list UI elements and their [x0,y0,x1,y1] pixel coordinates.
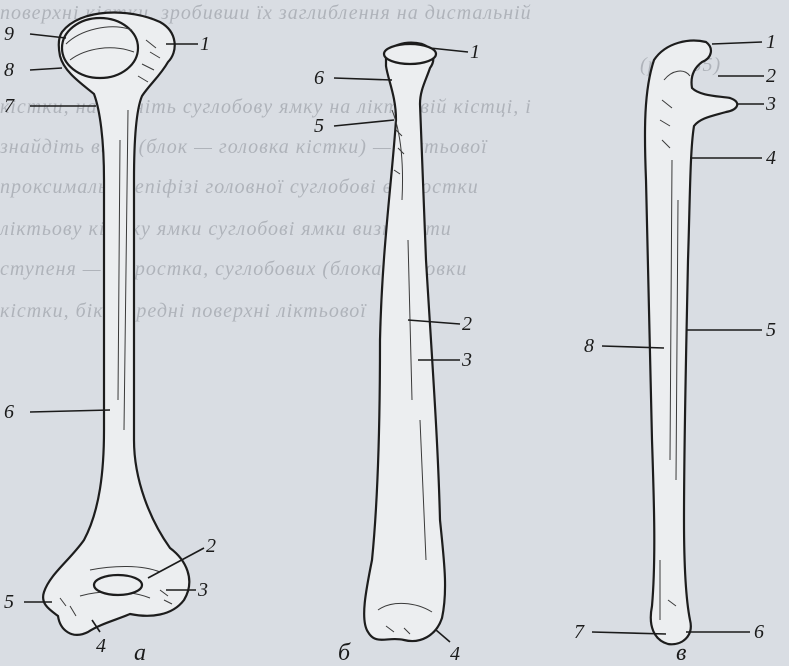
label-c-8: 8 [584,335,594,357]
label-b-3: 3 [461,349,472,371]
label-a-8: 8 [4,59,14,81]
label-b-4: 4 [450,643,460,665]
label-b-2: 2 [462,313,472,335]
label-c-2: 2 [766,65,776,87]
ulna-bone [645,41,737,645]
label-a-3: 3 [197,579,208,601]
label-c-3: 3 [765,93,776,115]
label-b-5: 5 [314,115,324,137]
caption-c: в [676,640,686,666]
label-c-1: 1 [766,31,776,53]
label-a-2: 2 [206,535,216,557]
caption-a: а [134,640,146,666]
label-c-7: 7 [574,621,585,643]
label-a-1: 1 [200,33,210,55]
label-c-4: 4 [766,147,776,169]
ulna-figure [645,41,737,645]
label-a-9: 9 [4,23,14,45]
caption-b: б [338,640,351,666]
label-c-6: 6 [754,621,764,643]
label-a-5: 5 [4,591,14,613]
radius-bone [364,43,445,641]
radius-figure [364,43,445,641]
label-c-5: 5 [766,319,776,341]
label-a-7: 7 [4,95,15,117]
label-a-6: 6 [4,401,14,423]
olecranon-fossa [94,575,142,595]
radius-head [384,44,436,64]
label-b-6: 6 [314,67,324,89]
label-a-4: 4 [96,635,106,657]
label-b-1: 1 [470,41,480,63]
